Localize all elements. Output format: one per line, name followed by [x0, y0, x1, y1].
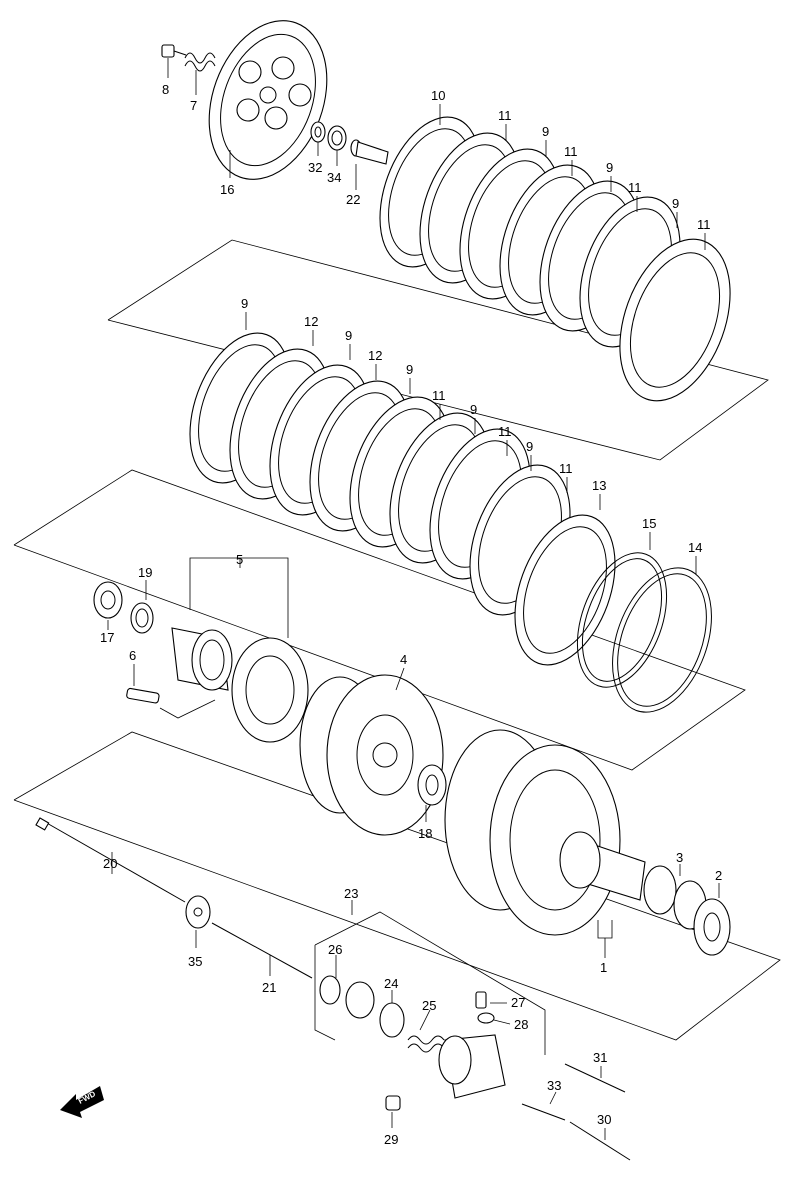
slave-cylinder-23: [319, 975, 506, 1099]
callout-23: 23: [344, 886, 358, 901]
callout-33: 33: [547, 1078, 561, 1093]
callout-9: 9: [345, 328, 352, 343]
callout-11: 11: [564, 144, 578, 159]
callout-35: 35: [188, 954, 202, 969]
callout-2: 2: [715, 868, 722, 883]
callout-9: 9: [542, 124, 549, 139]
callout-5: 5: [236, 552, 243, 567]
callout-29: 29: [384, 1132, 398, 1147]
fwd-arrow-icon: FWD: [60, 1086, 104, 1118]
ring-15: [576, 552, 668, 688]
clutch-pack-lower: [189, 332, 616, 666]
group-boundaries: [13, 239, 781, 1055]
callout-labels: 8 7 16 32 34 22 10 11 9 11 9 11 9 11 9 1…: [100, 82, 722, 1147]
callout-27: 27: [511, 995, 525, 1010]
callout-13: 13: [592, 478, 606, 493]
callout-12: 12: [368, 348, 382, 363]
callout-30: 30: [597, 1112, 611, 1127]
bolt-33: [521, 1103, 566, 1121]
callout-1: 1: [600, 960, 607, 975]
piece-35: [185, 895, 211, 929]
callout-26: 26: [328, 942, 342, 957]
push-piece-22: [350, 139, 389, 165]
callout-7: 7: [190, 98, 197, 113]
callout-18: 18: [418, 826, 432, 841]
callout-20: 20: [103, 856, 117, 871]
callout-9: 9: [470, 402, 477, 417]
pin-6: [126, 687, 160, 704]
callout-9: 9: [406, 362, 413, 377]
clutch-pack-upper: [379, 116, 731, 402]
bearing-34: [327, 125, 347, 151]
callout-25: 25: [422, 998, 436, 1013]
push-rod-21: [211, 922, 313, 979]
callout-3: 3: [676, 850, 683, 865]
push-rod-20: [35, 817, 186, 903]
callout-11: 11: [628, 180, 642, 195]
callout-11: 11: [697, 217, 711, 232]
callout-8: 8: [162, 82, 169, 97]
callout-19: 19: [138, 565, 152, 580]
callout-11: 11: [432, 388, 446, 403]
bolt-8: [161, 44, 187, 58]
callout-11: 11: [559, 461, 573, 476]
hub-assembly-5: [171, 627, 309, 743]
callout-11: 11: [498, 424, 512, 439]
callout-9: 9: [672, 196, 679, 211]
callout-4: 4: [400, 652, 407, 667]
washer-18: [417, 764, 447, 806]
callout-9: 9: [606, 160, 613, 175]
callout-32: 32: [308, 160, 322, 175]
callout-11: 11: [498, 108, 512, 123]
pin-29: [385, 1095, 401, 1111]
nut-17: [93, 581, 123, 619]
ring-14: [612, 567, 712, 713]
callout-34: 34: [327, 170, 341, 185]
washer-19: [130, 602, 154, 634]
callout-15: 15: [642, 516, 656, 531]
callout-14: 14: [688, 540, 702, 555]
clutch-hub-4: [299, 674, 444, 836]
callout-17: 17: [100, 630, 114, 645]
bolt-30: [569, 1121, 631, 1161]
spring-7: [184, 52, 216, 72]
callout-9: 9: [241, 296, 248, 311]
pressure-plate-16: [208, 20, 328, 180]
callout-6: 6: [129, 648, 136, 663]
callout-31: 31: [593, 1050, 607, 1065]
callout-24: 24: [384, 976, 398, 991]
bolt-31: [564, 1063, 626, 1093]
callout-9: 9: [526, 439, 533, 454]
clutch-housing-1: [444, 729, 646, 936]
callout-16: 16: [220, 182, 234, 197]
washer-2: [693, 898, 731, 956]
washer-32: [310, 121, 326, 143]
callout-10: 10: [431, 88, 445, 103]
callout-28: 28: [514, 1017, 528, 1032]
callout-12: 12: [304, 314, 318, 329]
callout-22: 22: [346, 192, 360, 207]
leader-lines: [107, 58, 720, 1140]
callout-21: 21: [262, 980, 276, 995]
